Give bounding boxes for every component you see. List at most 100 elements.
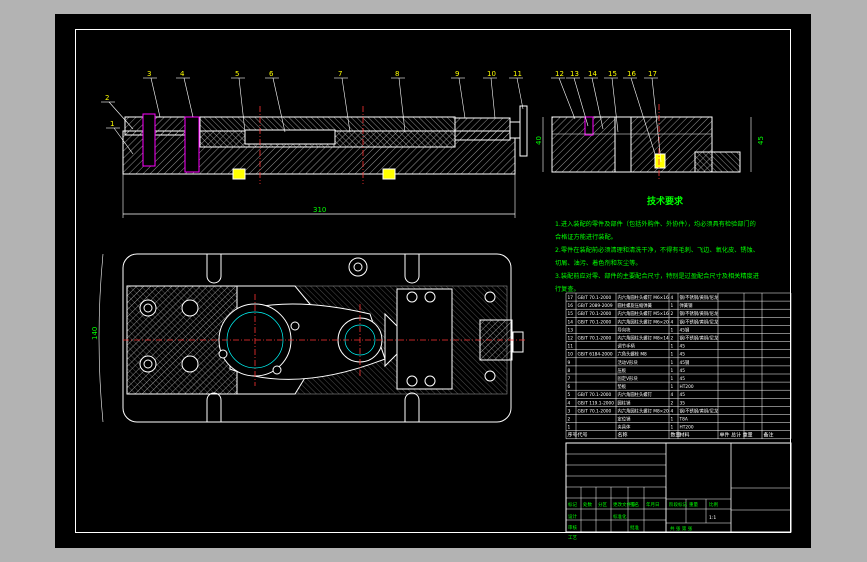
balloon-8: 8 [395, 70, 399, 78]
bom-cell: T8A [679, 417, 688, 423]
title-block-label: 审核 [568, 524, 577, 531]
balloon-1: 1 [110, 120, 114, 128]
bom-cell: 内六角圆柱头螺钉 [618, 391, 653, 398]
bom-cell: 2 [671, 336, 674, 342]
bom-cell: 钢/不锈钢/黄铜/尼龙 [680, 335, 719, 342]
bom-cell: 1 [568, 425, 571, 431]
bom-cell: GB/T 70.1-2000 [578, 408, 612, 414]
bom-cell: GB/T 119.1-2000 [578, 400, 615, 406]
balloon-6: 6 [269, 70, 274, 78]
drawing-frame [75, 29, 791, 533]
bom-cell: 45 [680, 352, 686, 358]
bom-cell: 1 [671, 425, 674, 431]
bom-cell: 45 [680, 376, 686, 382]
bom-cell: GB/T 70.1-2000 [578, 319, 612, 325]
bom-cell: 内六角圆柱头螺钉 M6×16 [618, 294, 670, 301]
dimension-height-right: 45 [757, 136, 765, 145]
bom-cell: 内六角圆柱头螺钉 M8×14 [618, 335, 670, 342]
balloon-7: 7 [338, 70, 342, 78]
bom-cell: 6 [568, 384, 571, 390]
balloon-14: 14 [588, 70, 597, 78]
bom-cell: 导向块 [618, 326, 632, 333]
bom-cell: 钢/不锈钢/黄铜/尼龙 [680, 407, 719, 414]
bom-header-cell: 代号 [578, 432, 588, 439]
bom-cell: 定位销 [618, 416, 632, 423]
bom-cell: 1 [671, 344, 674, 350]
bom-cell: 5 [568, 392, 571, 398]
bom-cell: 2 [671, 311, 674, 317]
bom-cell: 夹具体 [618, 424, 632, 431]
title-block-label: 处数 [583, 501, 592, 508]
bom-cell: 1 [671, 303, 674, 309]
balloon-13: 13 [570, 70, 579, 78]
bom-cell: 弹簧钢 [680, 302, 693, 309]
bom-cell: 4 [568, 400, 571, 406]
bom-cell: 3 [568, 408, 571, 414]
balloon-10: 10 [487, 70, 496, 78]
bom-cell: 钢/不锈钢/黄铜/尼龙 [680, 310, 719, 317]
bom-cell: 35 [680, 400, 686, 406]
bom-cell: GB/T 6184-2000 [578, 352, 613, 358]
weight-label: 重量 [689, 501, 698, 508]
technical-notes: 技术要求 1.进入装配的零件及部件（包括外购件、外协件），均必须具有检验部门的合… [555, 195, 759, 293]
bom-cell: 14 [568, 319, 574, 325]
note-line: 2.零件在装配前必须清理和清洗干净，不得有毛刺、飞边、氧化皮、锈蚀、 [555, 246, 759, 254]
bom-cell: 4 [671, 295, 674, 301]
bom-cell: 固定V形块 [618, 375, 639, 382]
bom-cell: 4 [671, 392, 674, 398]
bom-cell: 1 [671, 360, 674, 366]
balloon-16: 16 [627, 70, 636, 78]
bom-header-cell: 备注 [764, 432, 774, 439]
note-line: 切屑、油污、着色剂和灰尘等。 [555, 259, 642, 267]
bom-cell: 45钢 [680, 359, 690, 366]
bom-cell: 调节手柄 [618, 343, 636, 350]
bom-cell: 2 [671, 400, 674, 406]
plan-view: 140 [91, 253, 525, 423]
stage-label: 阶段标记 [669, 501, 687, 508]
bom-cell: HT200 [680, 384, 694, 390]
bom-cell: GB/T 70.1-2000 [578, 295, 612, 301]
dimension-height-left: 40 [535, 136, 543, 145]
note-line: 行复查。 [555, 285, 580, 293]
sheet-label: 共 张 第 张 [670, 525, 693, 532]
bom-cell: 1 [671, 327, 674, 333]
bom-cell: 10 [568, 352, 574, 358]
title-block-label: 分区 [598, 501, 607, 508]
note-line: 合格证方能进行装配。 [555, 233, 617, 241]
bom-cell: 45钢 [680, 326, 690, 333]
bom-cell: 11 [568, 344, 574, 350]
balloon-4: 4 [180, 70, 185, 78]
bom-cell: 钢/不锈钢/黄铜/尼龙 [680, 294, 719, 301]
bom-cell: GB/T 70.1-2000 [578, 311, 612, 317]
bom-header-cell: 单件 总计 重量 [720, 432, 753, 439]
title-block-label: 标记 [568, 501, 577, 508]
bom-cell: 1 [671, 352, 674, 358]
bom-cell: 16 [568, 303, 574, 309]
bom-header-cell: 材料 [680, 432, 690, 439]
bom-cell: 15 [568, 311, 574, 317]
bom-cell: 1 [671, 376, 674, 382]
bom-cell: 9 [568, 360, 571, 366]
scale-value: 1:1 [709, 515, 716, 521]
title-block-label: 更改文件号 [613, 501, 636, 508]
bom-cell: 7 [568, 376, 571, 382]
bom-cell: 2 [568, 417, 571, 423]
bom-header-cell: 数量 [671, 432, 681, 439]
bom-cell: 内六角圆柱头螺钉 M6×20 [618, 318, 670, 325]
balloon-5: 5 [235, 70, 239, 78]
scale-label: 比例 [709, 501, 718, 508]
balloon-17: 17 [648, 70, 657, 78]
bom-cell: 45 [680, 392, 686, 398]
bom-cell: 内六角圆柱头螺钉 M8×20 [618, 407, 670, 414]
balloon-15: 15 [608, 70, 617, 78]
bom-cell: 4 [671, 319, 674, 325]
bom-cell: 内六角圆柱头螺钉 M5×16 [618, 310, 670, 317]
front-section-view: 310 [122, 105, 528, 218]
bom-cell: 4 [671, 408, 674, 414]
title-block: 标记处数分区更改文件号签名年月日设计标准化审核工艺批准阶段标记重量比例1:1共 … [565, 442, 792, 541]
bom-cell: 45 [680, 344, 686, 350]
side-section-view: 40 45 [535, 104, 765, 179]
